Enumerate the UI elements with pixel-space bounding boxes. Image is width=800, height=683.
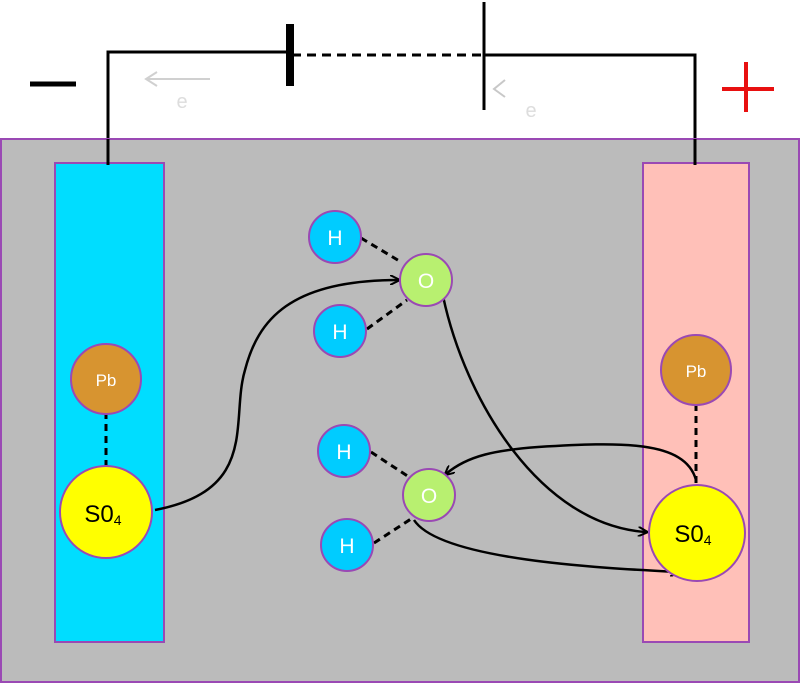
oxygen-atom-top (399, 253, 453, 307)
bonds (104, 236, 698, 545)
electron-arrowhead-left (144, 71, 158, 87)
pb-right-label: Pb (686, 362, 707, 381)
pb-atom-left (70, 343, 142, 415)
electron-arrowhead-right (492, 79, 506, 98)
hydrogen-4-label: H (339, 535, 354, 558)
hydrogen-atom-2 (313, 304, 367, 358)
so4-right-label: S04 (674, 521, 711, 548)
wire-positive (484, 53, 697, 165)
so4-right-main: S0 (674, 521, 703, 548)
wire-negative (106, 50, 290, 165)
positive-terminal-sign (722, 62, 774, 112)
arrow-so4-right-to-o-bottom (446, 443, 698, 481)
so4-left-main: S0 (84, 501, 113, 528)
hydrogen-1-label: H (327, 227, 342, 250)
bond-h4-o-bottom (373, 515, 415, 545)
pb-atom-right (660, 334, 732, 406)
oxygen-bottom-label: O (421, 485, 437, 508)
so4-right-sub: 4 (704, 532, 712, 548)
pb-left-label: Pb (96, 371, 117, 390)
so4-atom-right (648, 484, 746, 582)
hydrogen-atom-1 (308, 210, 362, 264)
reaction-arrows (154, 280, 698, 572)
hydrogen-atom-4 (320, 518, 374, 572)
arrow-so4-left-to-o-top (154, 280, 398, 512)
electron-flow-markers: e e (144, 71, 537, 122)
atoms: Pb S04 Pb S04 H H O H H O (59, 210, 746, 582)
electron-label-right: e (525, 100, 536, 122)
external-circuit (106, 2, 697, 165)
so4-atom-left (59, 465, 153, 559)
so4-left-sub: 4 (114, 512, 122, 528)
bond-h1-o-top (360, 236, 402, 264)
oxygen-top-label: O (418, 270, 434, 293)
hydrogen-2-label: H (332, 321, 347, 344)
hydrogen-atom-3 (317, 424, 371, 478)
oxygen-atom-bottom (402, 468, 456, 522)
so4-left-label: S04 (84, 501, 121, 528)
hydrogen-3-label: H (336, 441, 351, 464)
bond-h3-o-bottom (370, 450, 410, 479)
bond-h2-o-top (366, 298, 408, 331)
arrow-o-bottom-to-so4-right (412, 519, 678, 572)
electron-label-left: e (176, 91, 187, 113)
